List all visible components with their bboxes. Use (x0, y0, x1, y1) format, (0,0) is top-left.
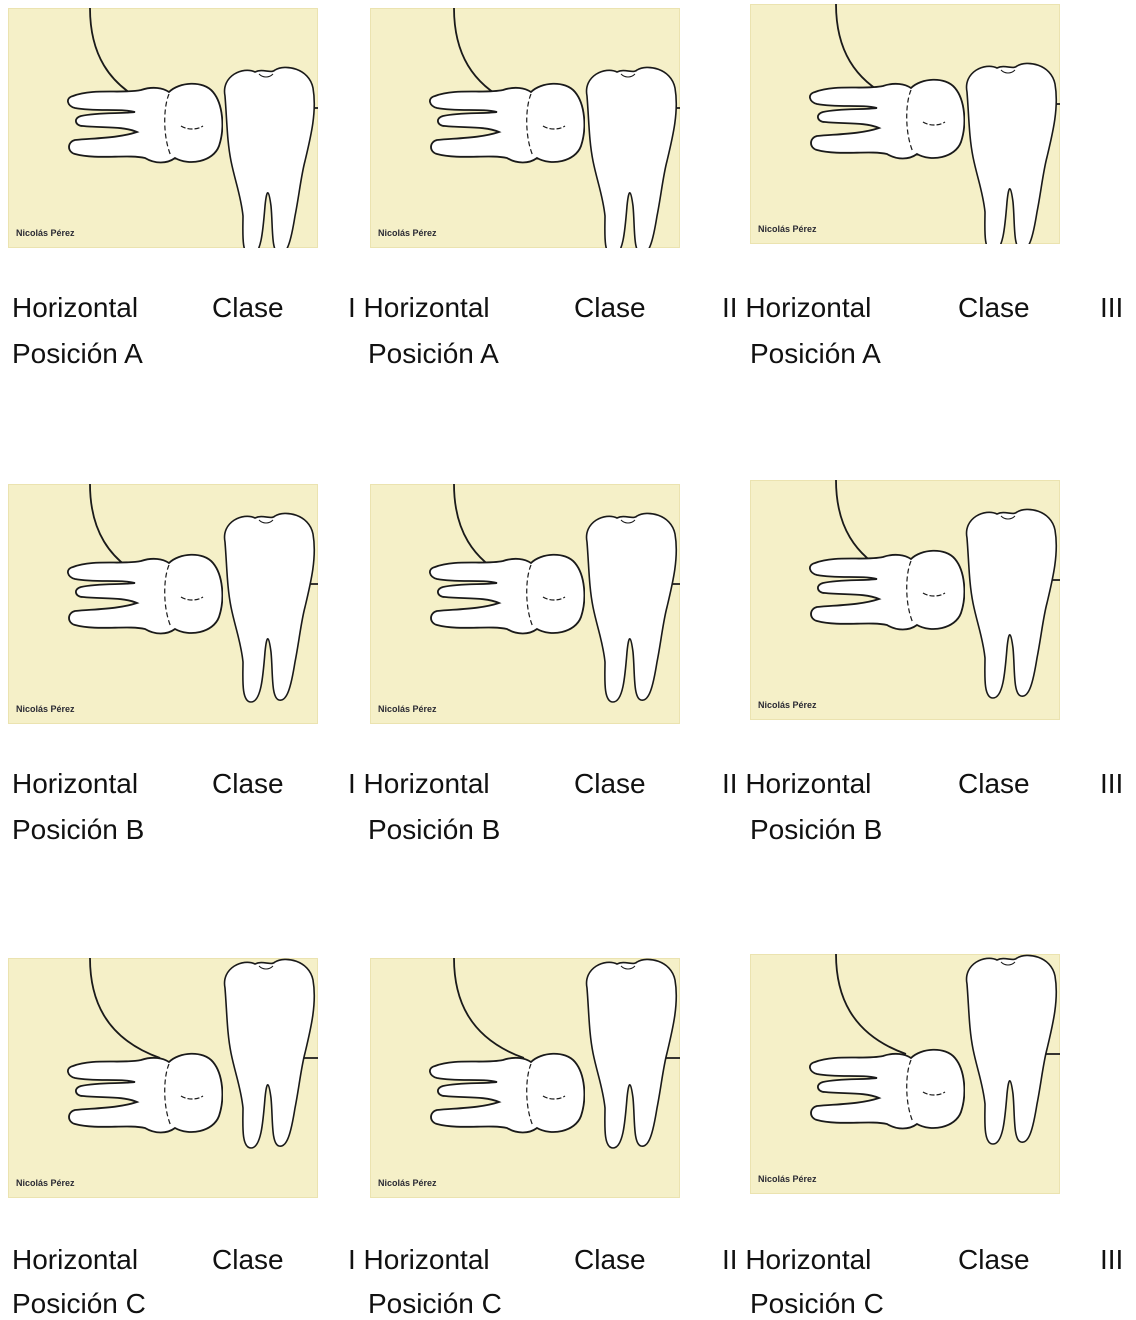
third-molar-diagram (370, 8, 680, 248)
author-credit: Nicolás Pérez (16, 1178, 75, 1188)
diagram-panel: Nicolás Pérez (8, 8, 318, 248)
diagram-panel: Nicolás Pérez (8, 958, 318, 1198)
caption-position: Posición C (12, 1290, 146, 1318)
impacted-third-molar-icon (68, 555, 222, 634)
caption-word: Clase (574, 294, 646, 322)
caption-word: Clase (574, 770, 646, 798)
caption-word: Clase (574, 1246, 646, 1274)
diagram-panel: Nicolás Pérez (370, 8, 680, 248)
impacted-third-molar-icon (430, 84, 584, 163)
caption-word: I Horizontal (348, 294, 490, 322)
third-molar-diagram (8, 484, 318, 724)
diagram-panel: Nicolás Pérez (370, 958, 680, 1198)
diagram-panel: Nicolás Pérez (370, 484, 680, 724)
diagram-panel: Nicolás Pérez (8, 484, 318, 724)
caption-word: Clase (212, 294, 284, 322)
impacted-third-molar-icon (810, 80, 964, 159)
caption-position: Posición C (750, 1290, 884, 1318)
author-credit: Nicolás Pérez (758, 700, 817, 710)
caption-word: III (1100, 770, 1123, 798)
impacted-third-molar-icon (68, 1054, 222, 1133)
caption-position: Posición A (368, 340, 499, 368)
caption-word: Horizontal (12, 770, 138, 798)
impacted-third-molar-icon (810, 551, 964, 630)
caption-word: II Horizontal (722, 294, 871, 322)
author-credit: Nicolás Pérez (16, 704, 75, 714)
third-molar-diagram (750, 4, 1060, 244)
impacted-third-molar-icon (430, 555, 584, 634)
caption-word: I Horizontal (348, 1246, 490, 1274)
author-credit: Nicolás Pérez (378, 1178, 437, 1188)
caption-word: I Horizontal (348, 770, 490, 798)
caption-word: Clase (212, 1246, 284, 1274)
impacted-third-molar-icon (68, 84, 222, 163)
diagram-panel: Nicolás Pérez (750, 480, 1060, 720)
caption-word: Clase (958, 1246, 1030, 1274)
caption-word: Clase (958, 294, 1030, 322)
diagram-panel: Nicolás Pérez (750, 954, 1060, 1194)
third-molar-diagram (8, 8, 318, 248)
caption-word: II Horizontal (722, 1246, 871, 1274)
caption-word: Clase (958, 770, 1030, 798)
third-molar-diagram (370, 958, 680, 1198)
caption-position: Posición A (750, 340, 881, 368)
impacted-third-molar-icon (810, 1050, 964, 1129)
diagram-panel: Nicolás Pérez (750, 4, 1060, 244)
author-credit: Nicolás Pérez (758, 224, 817, 234)
author-credit: Nicolás Pérez (378, 228, 437, 238)
author-credit: Nicolás Pérez (758, 1174, 817, 1184)
caption-word: Horizontal (12, 294, 138, 322)
caption-word: Horizontal (12, 1246, 138, 1274)
author-credit: Nicolás Pérez (16, 228, 75, 238)
author-credit: Nicolás Pérez (378, 704, 437, 714)
caption-word: III (1100, 294, 1123, 322)
caption-position: Posición B (750, 816, 882, 844)
third-molar-diagram (750, 480, 1060, 720)
caption-word: II Horizontal (722, 770, 871, 798)
caption-position: Posición C (368, 1290, 502, 1318)
third-molar-diagram (370, 484, 680, 724)
third-molar-diagram (750, 954, 1060, 1194)
caption-word: III (1100, 1246, 1123, 1274)
caption-position: Posición B (12, 816, 144, 844)
caption-position: Posición A (12, 340, 143, 368)
third-molar-diagram (8, 958, 318, 1198)
impacted-third-molar-icon (430, 1054, 584, 1133)
caption-word: Clase (212, 770, 284, 798)
caption-position: Posición B (368, 816, 500, 844)
